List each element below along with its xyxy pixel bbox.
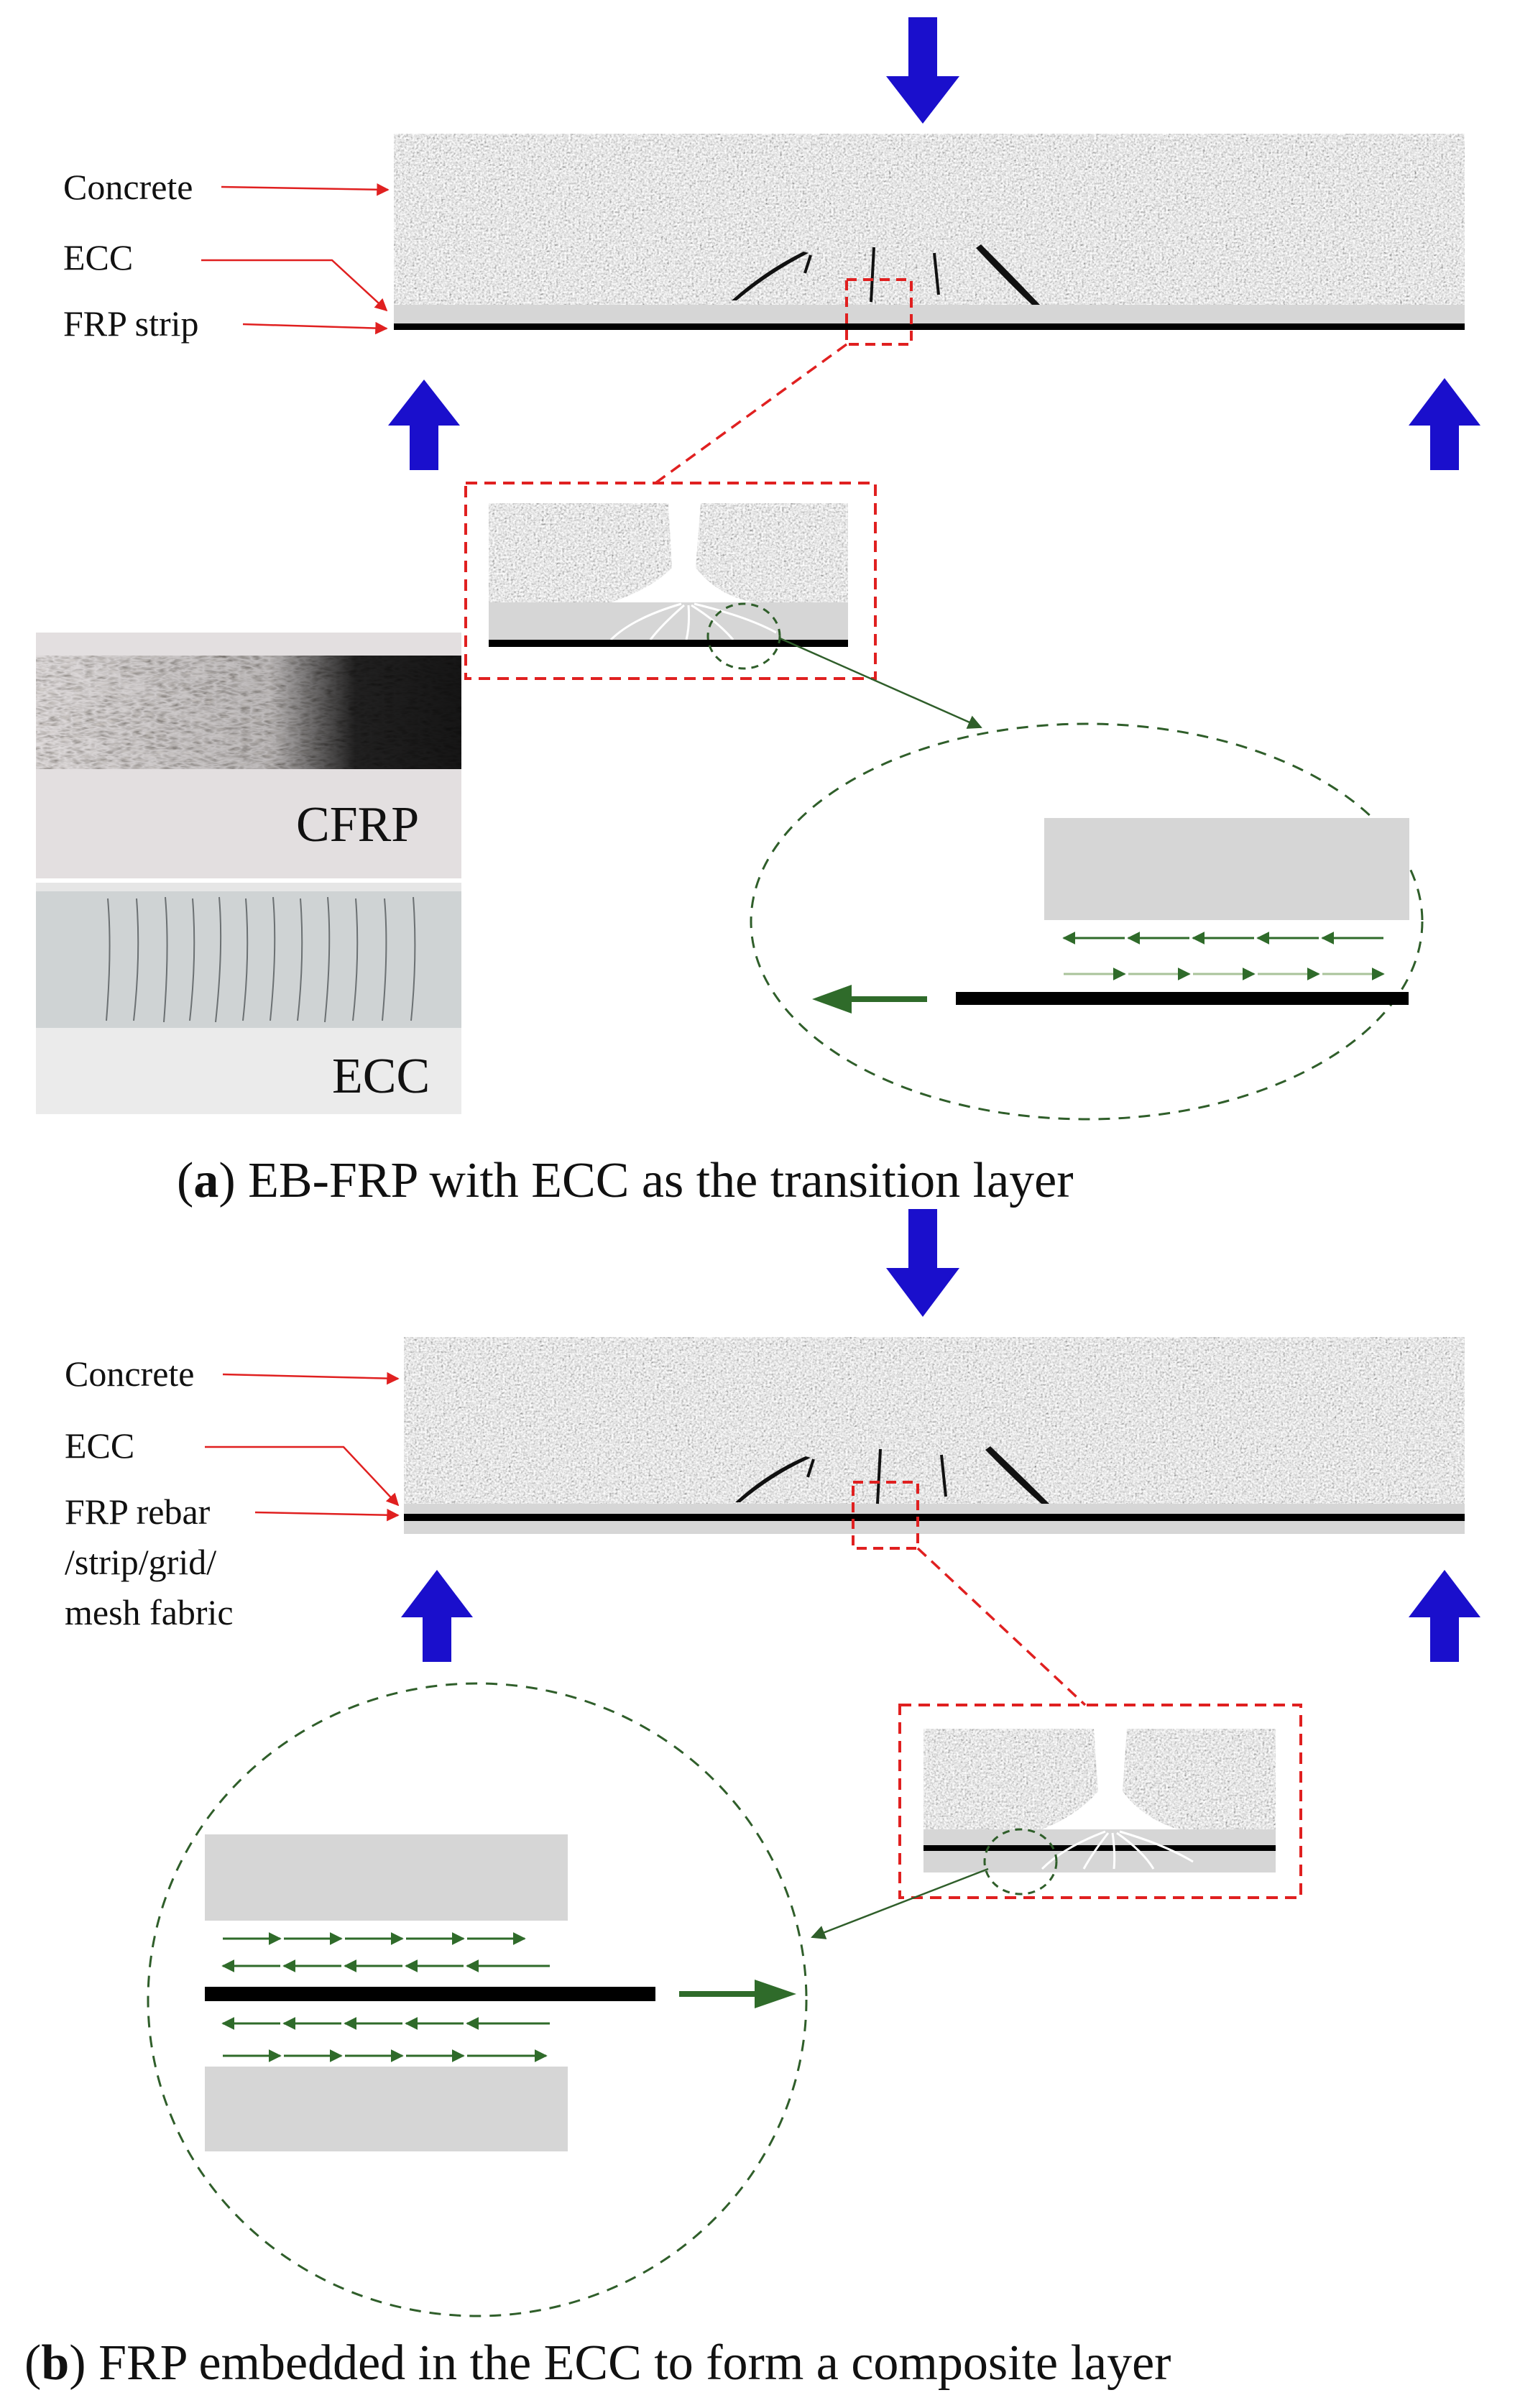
detail-circle-b [147,1682,808,2317]
caption-a-text: EB-FRP with ECC as the transition layer [248,1153,1073,1208]
leader-concrete [221,183,390,196]
crack-marks-b [735,1446,1049,1504]
pull-arrow-left [812,985,927,1014]
leader-frp-b [254,1508,400,1522]
ecc-layer [394,305,1465,323]
inset-ecc-b-top [923,1829,1276,1845]
caption-b: (b) FRP embedded in the ECC to form a co… [24,2335,1171,2391]
frp-bar-b [404,1514,1465,1521]
inset-detail-circle-b [983,1828,1058,1895]
label-ecc: ECC [63,237,133,277]
connector-to-detail [779,637,982,729]
pull-arrow-right [679,1980,796,2008]
photo-label-cfrp: CFRP [296,797,419,853]
leader-ecc [201,259,388,312]
concrete-block [394,134,1465,305]
frp-strip [394,323,1465,330]
inset-concrete-left-b [923,1729,1100,1829]
inset-concrete-right-b [1121,1729,1276,1829]
caption-a-letter: a [193,1153,218,1208]
photo-ecc: ECC [36,883,461,1114]
detail-frp-bar [956,992,1409,1005]
inset-ecc-b-bottom [923,1851,1276,1872]
crack-marks [732,244,1040,305]
ecc-layer-b-top [404,1504,1465,1514]
panel-b-beam [404,1337,1465,1550]
photo-label-ecc: ECC [332,1049,430,1104]
leader-frp [242,321,388,335]
inset-detail-circle [706,602,781,670]
support-arrow-right [1409,378,1480,470]
label-frp-line2: /strip/grid/ [65,1542,216,1582]
support-arrow-left [388,380,460,470]
inset-frp-b [923,1845,1276,1851]
label-frp-line3: mesh fabric [65,1592,234,1632]
zoom-inset-a [464,482,982,729]
support-arrow-right-b [1409,1570,1480,1662]
detail-ecc-block-bottom [205,2067,568,2151]
connector-to-inset [654,343,848,484]
caption-b-letter: b [41,2335,69,2391]
label-frp-line1: FRP rebar [65,1492,211,1532]
leader-concrete-b [222,1371,400,1385]
connector-to-inset-b [916,1547,1087,1706]
photo-cfrp: CFRP [36,633,461,878]
leader-ecc-b [205,1446,400,1507]
detail-frp-bar-b [205,1987,655,2001]
support-arrow-left-b [401,1570,473,1662]
inset-concrete-right [694,503,848,604]
label-concrete-b: Concrete [65,1354,194,1394]
zoom-inset-b [811,1704,1302,1939]
connector-to-detail-b [811,1867,989,1939]
inset-concrete-left [489,503,676,604]
detail-ecc-block-top [205,1834,568,1921]
concrete-block-b [404,1337,1465,1504]
label-concrete: Concrete [63,167,193,207]
load-arrow-top-b [886,1209,959,1317]
inset-frp [489,640,848,647]
caption-b-text: FRP embedded in the ECC to form a compos… [98,2335,1171,2391]
panel-a-beam [394,134,1465,346]
load-arrow-top [886,17,959,124]
label-frp-strip: FRP strip [63,303,199,344]
panel-a: Concrete ECC FRP strip [36,17,1480,1208]
panel-b: Concrete ECC FRP rebar /strip/grid/ mesh… [24,1209,1480,2391]
label-ecc-b: ECC [65,1425,134,1466]
caption-a: (a) EB-FRP with ECC as the transition la… [177,1153,1074,1208]
ecc-layer-b-bottom [404,1521,1465,1534]
detail-ecc-block [1044,818,1409,920]
detail-circle-a [750,722,1424,1121]
